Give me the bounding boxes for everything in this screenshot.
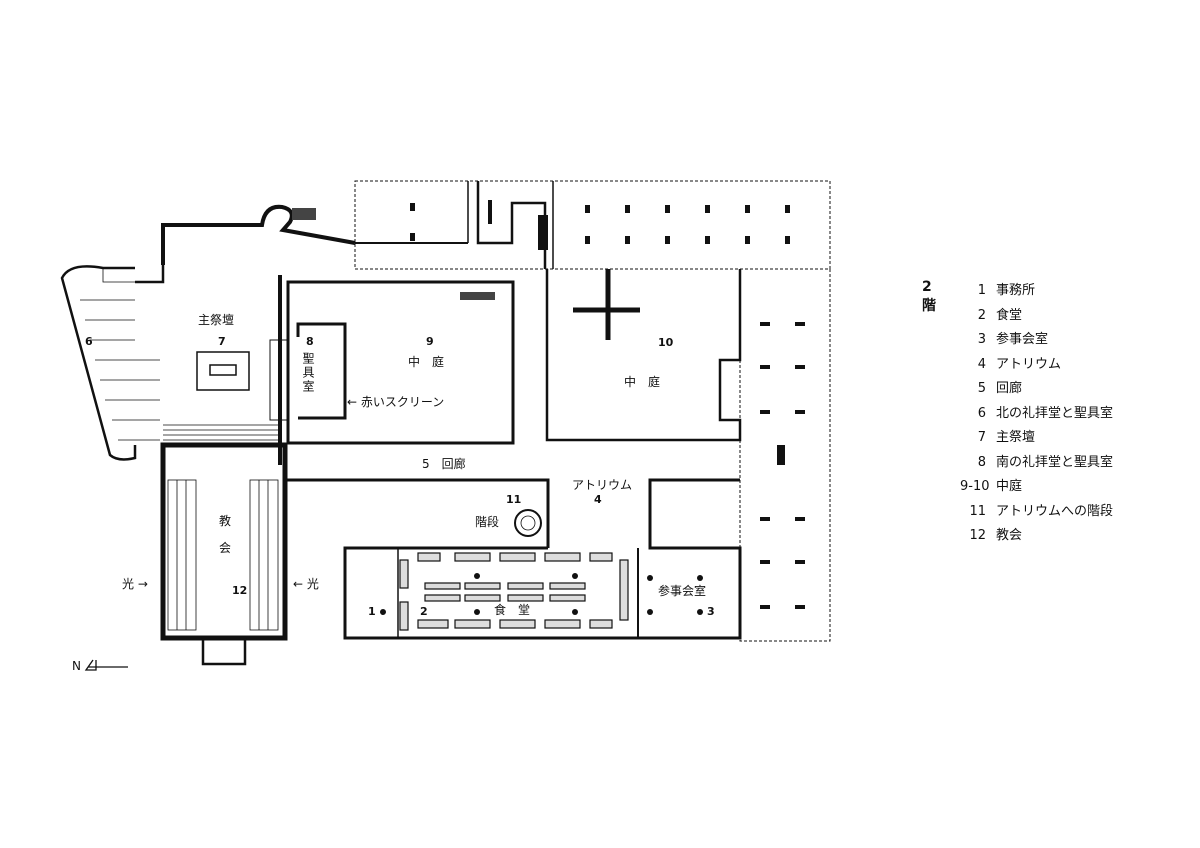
north-arrow (84, 659, 128, 671)
legend-item: 12 教会 (960, 524, 1022, 543)
cloister-wall (285, 478, 742, 640)
north-chapel (60, 265, 137, 461)
legend-item: 9-10 中庭 (960, 475, 1022, 494)
label-3: 3 (707, 605, 715, 618)
legend-number: 12 (969, 528, 986, 543)
label-atrium: アトリウム (572, 478, 633, 492)
label-light-right: ← 光 (293, 577, 319, 591)
legend-name: 事務所 (996, 283, 1036, 298)
label-refectory: 食 堂 (494, 603, 531, 617)
label-1: 1 (368, 605, 376, 618)
label-8: 8 (306, 335, 314, 348)
legend-number: 9-10 (960, 479, 990, 494)
label-courtyard-9: 中 庭 (408, 355, 445, 369)
legend-name: アトリウム (996, 356, 1062, 372)
legend-item: 5 回廊 (960, 377, 1022, 396)
legend-name: 回廊 (996, 381, 1023, 396)
label-main-altar: 主祭壇 (198, 313, 235, 327)
label-2: 2 (420, 605, 428, 618)
label-red-screen: ← 赤いスクリーン (347, 395, 445, 409)
north-label: N (72, 659, 81, 673)
legend-name: アトリウムへの階段 (996, 503, 1114, 519)
spiral-stair (514, 509, 542, 537)
courtyard-10 (545, 269, 742, 442)
legend-number: 5 (977, 381, 986, 396)
floor-label: 2階 (922, 279, 936, 314)
label-11: 11 (506, 493, 522, 506)
sacristy-8 (296, 322, 347, 420)
label-stairs: 階段 (475, 515, 500, 529)
legend-item: 8 南の礼拝堂と聖具室 (960, 451, 1113, 470)
upper-wing (354, 180, 831, 270)
label-light-left: 光 → (122, 577, 148, 591)
legend-item: 11 アトリウムへの階段 (960, 500, 1113, 519)
label-6: 6 (85, 335, 93, 348)
legend-name: 参事会室 (996, 332, 1049, 347)
legend-number: 6 (977, 405, 986, 421)
legend-name: 主祭壇 (996, 430, 1036, 445)
legend-name: 南の礼拝堂と聖具室 (996, 454, 1114, 470)
label-courtyard-10: 中 庭 (624, 375, 661, 389)
legend-number: 11 (969, 503, 986, 519)
label-church-1: 教 (219, 514, 232, 528)
legend-name: 北の礼拝堂と聖具室 (996, 405, 1114, 421)
legend-item: 2 食堂 (960, 304, 1022, 323)
altar (196, 351, 250, 391)
legend-item: 3 参事会室 (960, 328, 1048, 347)
legend-number: 3 (977, 332, 986, 347)
label-7: 7 (218, 335, 226, 348)
legend-item: 1 事務所 (960, 279, 1035, 298)
right-wing (739, 268, 831, 642)
legend-number: 4 (977, 356, 986, 372)
altar-north-wall (161, 204, 356, 265)
label-sacristy: 聖具室 (301, 352, 315, 394)
legend-name: 中庭 (996, 479, 1023, 494)
legend-number: 1 (977, 283, 986, 298)
legend-name: 食堂 (996, 307, 1023, 323)
legend-number: 7 (977, 430, 986, 445)
label-10: 10 (658, 336, 674, 349)
legend-item: 7 主祭壇 (960, 426, 1035, 445)
label-church-2: 会 (219, 541, 232, 555)
label-chapter-room: 参事会室 (658, 584, 707, 598)
label-12: 12 (232, 584, 248, 597)
label-4: 4 (594, 493, 602, 506)
legend-number: 2 (977, 307, 986, 323)
legend-item: 6 北の礼拝堂と聖具室 (960, 402, 1113, 421)
legend-item: 4 アトリウム (960, 353, 1061, 372)
label-9: 9 (426, 335, 434, 348)
legend-number: 8 (977, 454, 986, 470)
legend-name: 教会 (996, 528, 1023, 543)
label-cloister: 5 回廊 (422, 457, 466, 471)
